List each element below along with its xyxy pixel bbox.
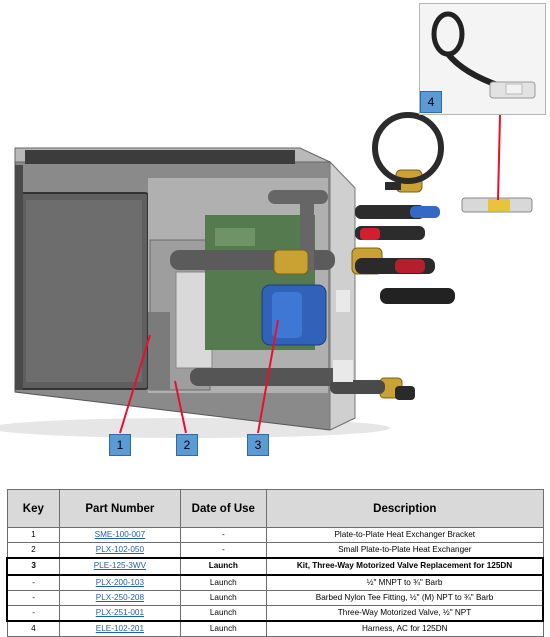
part-number-link[interactable]: PLE-125-3WV [93,561,147,571]
cell-date: Launch [179,557,268,576]
harness-inset-drawing [431,11,536,99]
product-illustration: 1 2 3 4 [0,3,546,456]
cell-part-number: PLX-200-103 [59,574,181,591]
table-header-row: Key Part Number Date of Use Description [6,489,544,528]
cell-description: ½" MNPT to ¾" Barb [266,574,545,591]
header-part-number: Part Number [59,489,181,528]
table-row: - PLX-200-103 Launch ½" MNPT to ¾" Barb [6,574,545,591]
table-row: - PLX-250-208 Launch Barbed Nylon Tee Fi… [6,590,545,606]
table-row: 2 PLX-102-050 - Small Plate-to-Plate Hea… [6,542,544,559]
cell-description: Harness, AC for 125DN [266,621,544,637]
header-description: Description [266,489,544,528]
table-row: 1 SME-100-007 - Plate-to-Plate Heat Exch… [6,527,544,544]
part-number-link[interactable]: SME-100-007 [94,530,146,540]
part-number-link[interactable]: PLX-250-208 [95,592,145,602]
cell-description: Small Plate-to-Plate Heat Exchanger [266,542,544,559]
cell-part-number: PLX-251-001 [59,605,181,623]
cell-date: Launch [179,590,268,606]
table-row: 4 ELE-102-201 Launch Harness, AC for 125… [6,621,544,637]
table-row: - PLX-251-001 Launch Three-Way Motorized… [6,605,545,623]
cell-description: Barbed Nylon Tee Fitting, ½" (M) NPT to … [266,590,545,606]
part-number-link[interactable]: PLX-200-103 [95,577,145,587]
cell-date: Launch [179,621,268,637]
water-heater-unit-drawing [0,112,533,438]
cell-date: Launch [179,574,268,591]
part-number-link[interactable]: ELE-102-201 [95,624,145,634]
cell-description: Kit, Three-Way Motorized Valve Replaceme… [266,557,545,576]
callout-4: 4 [420,91,442,113]
cell-key: 2 [6,542,61,559]
cell-key: - [6,590,61,606]
part-number-link[interactable]: PLX-102-050 [95,545,145,555]
cell-key: - [6,574,61,591]
cell-part-number: PLX-102-050 [59,542,181,559]
cell-description: Three-Way Motorized Valve, ½" NPT [266,605,545,623]
part-number-link[interactable]: PLX-251-001 [95,608,145,618]
harness-inset-image [419,3,546,115]
callout-3: 3 [247,434,269,456]
parts-table: Key Part Number Date of Use Description … [6,489,545,637]
cell-date: - [179,527,268,544]
cell-part-number: SME-100-007 [59,527,181,544]
header-key: Key [6,489,61,528]
cell-key: 1 [6,527,61,544]
cell-part-number: PLE-125-3WV [59,557,181,576]
cell-part-number: ELE-102-201 [59,621,181,637]
cell-key: 3 [6,557,61,576]
callout-1: 1 [109,434,131,456]
cell-key: - [6,605,61,623]
cell-date: Launch [179,605,268,623]
cell-part-number: PLX-250-208 [59,590,181,606]
cell-key: 4 [6,621,61,637]
table-row: 3 PLE-125-3WV Launch Kit, Three-Way Moto… [6,557,545,576]
cell-date: - [179,542,268,559]
header-date-of-use: Date of Use [179,489,268,528]
callout-2: 2 [176,434,198,456]
cell-description: Plate-to-Plate Heat Exchanger Bracket [266,527,544,544]
